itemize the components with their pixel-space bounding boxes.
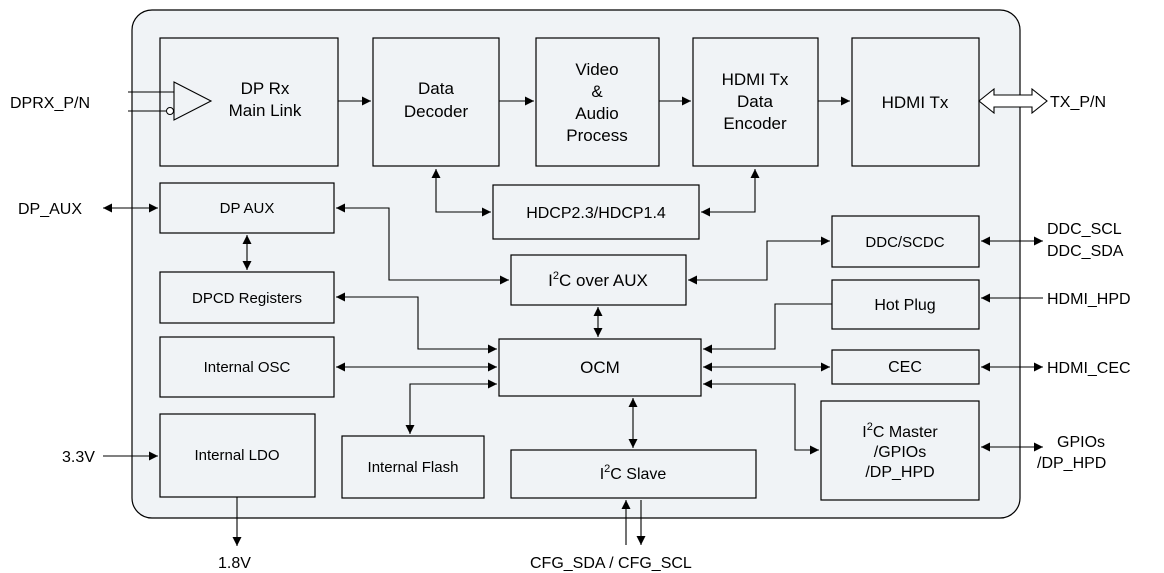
- dprx-pn-label: DPRX_P/N: [10, 95, 90, 112]
- hdmi-tx-label: HDMI Tx: [882, 93, 949, 112]
- dp-aux-i2c-aux-arrow: [336, 203, 509, 285]
- hdmi-encoder-line1: HDMI Tx: [722, 70, 789, 89]
- gpios-label: GPIOs: [1057, 434, 1105, 451]
- ocm-i2c-master-arrow: [703, 379, 819, 455]
- dp-rx-line2: Main Link: [229, 101, 302, 120]
- cfg-sda-scl-label: CFG_SDA / CFG_SCL: [530, 555, 692, 572]
- i2c-aux-ddc-arrow: [688, 236, 830, 285]
- i2c-master-line2: /GPIOs: [874, 444, 926, 461]
- internal-flash-label: Internal Flash: [368, 459, 459, 476]
- video-audio-line1: Video: [575, 60, 618, 79]
- tx-pn-bus-arrow: [978, 87, 1048, 115]
- hdcp-block: HDCP2.3/HDCP1.4: [492, 184, 700, 240]
- i2c-slave-label: I2C Slave: [600, 463, 667, 483]
- i2c-master-block: I2C Master /GPIOs /DP_HPD: [820, 400, 980, 501]
- data-decoder-block: Data Decoder: [372, 37, 500, 167]
- hot-plug-block: Hot Plug: [831, 279, 980, 330]
- hdmi-hpd-label: HDMI_HPD: [1047, 291, 1131, 308]
- i2c-over-aux-block: I2C over AUX: [510, 254, 687, 306]
- ocm-label: OCM: [580, 358, 620, 377]
- internal-flash-block: Internal Flash: [341, 435, 485, 499]
- cec-block: CEC: [831, 349, 980, 385]
- hdmi-tx-data-encoder-block: HDMI Tx Data Encoder: [692, 37, 819, 167]
- i2c-over-aux-label: I2C over AUX: [548, 270, 648, 290]
- dp-hpd-label: /DP_HPD: [1037, 455, 1106, 472]
- ddc-sda-label: DDC_SDA: [1047, 243, 1124, 260]
- ddc-scl-label: DDC_SCL: [1047, 221, 1122, 238]
- dp-aux-signal-label: DP_AUX: [18, 201, 82, 218]
- dpcd-ocm-arrow: [336, 292, 497, 354]
- dp-aux-block: DP AUX: [159, 182, 335, 234]
- dprx-input-lines: [128, 91, 174, 112]
- dpcd-registers-block: DPCD Registers: [159, 271, 335, 324]
- internal-osc-label: Internal OSC: [204, 359, 291, 376]
- hdmi-encoder-line3: Encoder: [723, 114, 787, 133]
- hdmi-encoder-line2: Data: [737, 92, 773, 111]
- video-audio-line3: Audio: [575, 104, 618, 123]
- data-decoder-line2: Decoder: [404, 102, 469, 121]
- dp-aux-label: DP AUX: [220, 200, 275, 217]
- tx-pn-label: TX_P/N: [1050, 94, 1106, 111]
- data-decoder-line1: Data: [418, 79, 454, 98]
- v18-label: 1.8V: [218, 555, 251, 572]
- hotplug-ocm-arrow: [703, 303, 832, 354]
- internal-ldo-block: Internal LDO: [159, 413, 316, 498]
- video-audio-line4: Process: [566, 126, 627, 145]
- internal-osc-block: Internal OSC: [159, 336, 335, 398]
- v33-label: 3.3V: [62, 449, 95, 466]
- hdmi-tx-block: HDMI Tx: [851, 37, 980, 167]
- ddc-scdc-block: DDC/SCDC: [831, 215, 980, 268]
- hdcp-label: HDCP2.3/HDCP1.4: [526, 205, 666, 222]
- flash-ocm-arrow: [405, 379, 497, 434]
- cec-label: CEC: [888, 359, 922, 376]
- ocm-block: OCM: [498, 338, 702, 397]
- i2c-master-line3: /DP_HPD: [865, 464, 934, 481]
- cfg-bus-arrows: [621, 500, 646, 545]
- i2c-master-line1: I2C Master: [862, 421, 938, 441]
- video-audio-line2: &: [591, 82, 603, 101]
- i2c-slave-block: I2C Slave: [510, 449, 757, 499]
- video-audio-process-block: Video & Audio Process: [535, 37, 660, 167]
- hdmi-cec-label: HDMI_CEC: [1047, 360, 1131, 377]
- dp-rx-line1: DP Rx: [241, 79, 290, 98]
- ddc-scdc-label: DDC/SCDC: [865, 234, 944, 251]
- receiver-buffer-icon: [166, 81, 213, 121]
- hot-plug-label: Hot Plug: [874, 297, 935, 314]
- dpcd-label: DPCD Registers: [192, 290, 302, 307]
- internal-ldo-label: Internal LDO: [194, 447, 279, 464]
